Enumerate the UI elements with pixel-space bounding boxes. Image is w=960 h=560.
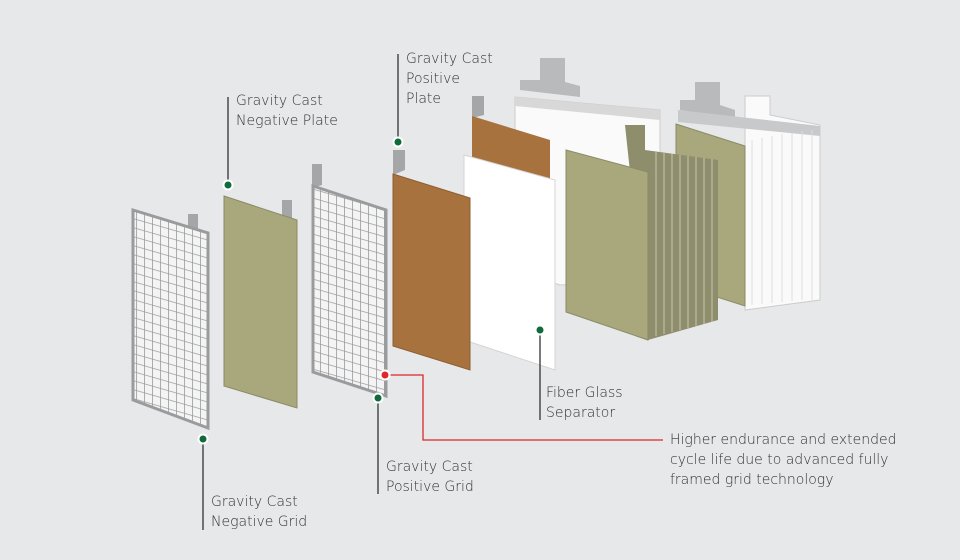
label-highlight: Higher endurance and extended cycle life… bbox=[670, 432, 897, 488]
marker-negative-grid bbox=[197, 433, 209, 445]
leader-lines bbox=[202, 54, 541, 530]
negative-plate bbox=[223, 195, 298, 409]
marker-separator bbox=[534, 324, 546, 336]
label-positive-grid: Gravity Cast Positive Grid bbox=[386, 459, 474, 495]
fiber-glass-separator bbox=[463, 96, 556, 371]
negative-grid bbox=[131, 207, 210, 431]
marker-highlight bbox=[379, 369, 391, 381]
marker-positive-plate bbox=[392, 136, 404, 148]
label-positive-plate: Gravity Cast Positive Plate bbox=[406, 51, 493, 107]
positive-grid bbox=[311, 164, 388, 399]
label-negative-plate: Gravity Cast Negative Plate bbox=[236, 93, 338, 129]
marker-positive-grid bbox=[372, 392, 384, 404]
highlight-leader-line bbox=[387, 374, 663, 441]
label-separator: Fiber Glass Separator bbox=[546, 385, 623, 421]
positive-plate bbox=[392, 150, 471, 371]
marker-negative-plate bbox=[222, 179, 234, 191]
label-negative-grid: Gravity Cast Negative Grid bbox=[211, 494, 308, 530]
